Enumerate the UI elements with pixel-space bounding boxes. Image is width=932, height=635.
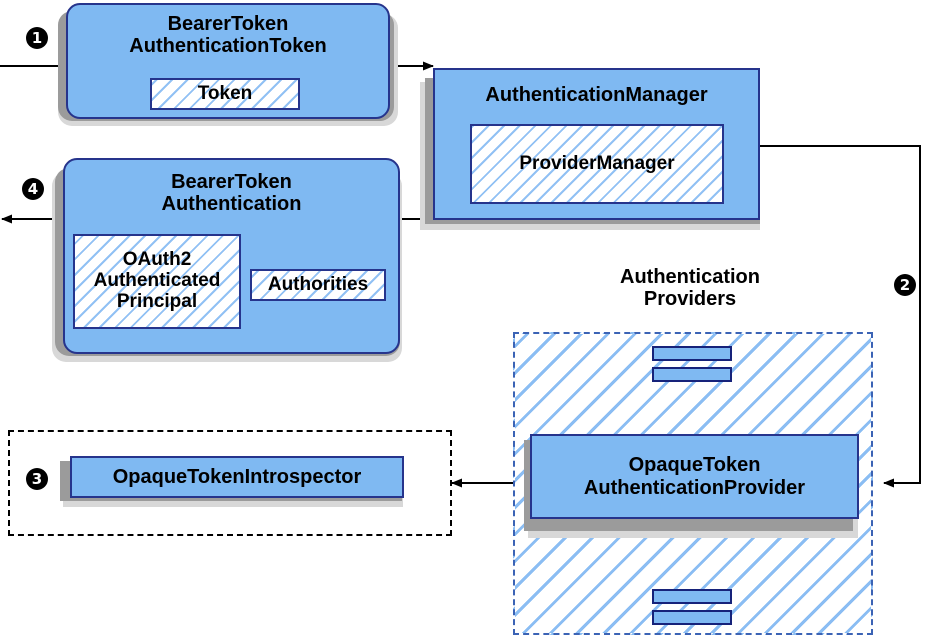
- inner-box-authorities[interactable]: Authorities: [250, 269, 386, 301]
- node-opaque-token-authentication-provider-title-line1: OpaqueToken: [628, 454, 761, 477]
- authentication-providers-label-line1: Authentication: [620, 266, 760, 288]
- principal-line2: Authenticated: [93, 270, 221, 292]
- step-marker-3: 3: [26, 468, 48, 490]
- step-marker-2: 2: [894, 274, 916, 296]
- node-bearer-token-authentication-title-line1: BearerToken: [171, 171, 292, 193]
- inner-box-provider-manager[interactable]: ProviderManager: [470, 124, 724, 204]
- inner-box-token[interactable]: Token: [150, 78, 300, 110]
- step-marker-1: 1: [26, 27, 48, 49]
- node-opaque-token-authentication-provider[interactable]: OpaqueToken AuthenticationProvider: [530, 434, 859, 519]
- inner-box-oauth2-authenticated-principal[interactable]: OAuth2 Authenticated Principal: [73, 234, 241, 329]
- mini-bar-lower-1: [652, 589, 732, 604]
- node-opaque-token-authentication-provider-title-line2: AuthenticationProvider: [583, 476, 806, 499]
- principal-line3: Principal: [116, 290, 198, 312]
- node-opaque-token-introspector[interactable]: OpaqueTokenIntrospector: [70, 456, 404, 498]
- node-bearer-token-authentication-token[interactable]: BearerToken AuthenticationToken: [66, 3, 390, 119]
- node-bearer-token-authentication-token-title-line2: AuthenticationToken: [129, 35, 327, 58]
- authentication-providers-group-label: Authentication Providers: [565, 266, 815, 311]
- node-authentication-manager-title: AuthenticationManager: [485, 84, 708, 106]
- node-bearer-token-authentication-token-title-line1: BearerToken: [167, 13, 289, 35]
- step-marker-4: 4: [22, 178, 44, 200]
- authentication-providers-label-line2: Providers: [643, 288, 737, 311]
- node-opaque-token-introspector-title: OpaqueTokenIntrospector: [112, 465, 362, 488]
- mini-bar-lower-2: [652, 610, 732, 625]
- connector-manager-to-provider: [760, 145, 921, 488]
- principal-line1: OAuth2: [122, 249, 192, 271]
- node-bearer-token-authentication-title-line2: Authentication: [161, 193, 302, 216]
- mini-bar-upper-1: [652, 346, 732, 361]
- mini-bar-upper-2: [652, 367, 732, 382]
